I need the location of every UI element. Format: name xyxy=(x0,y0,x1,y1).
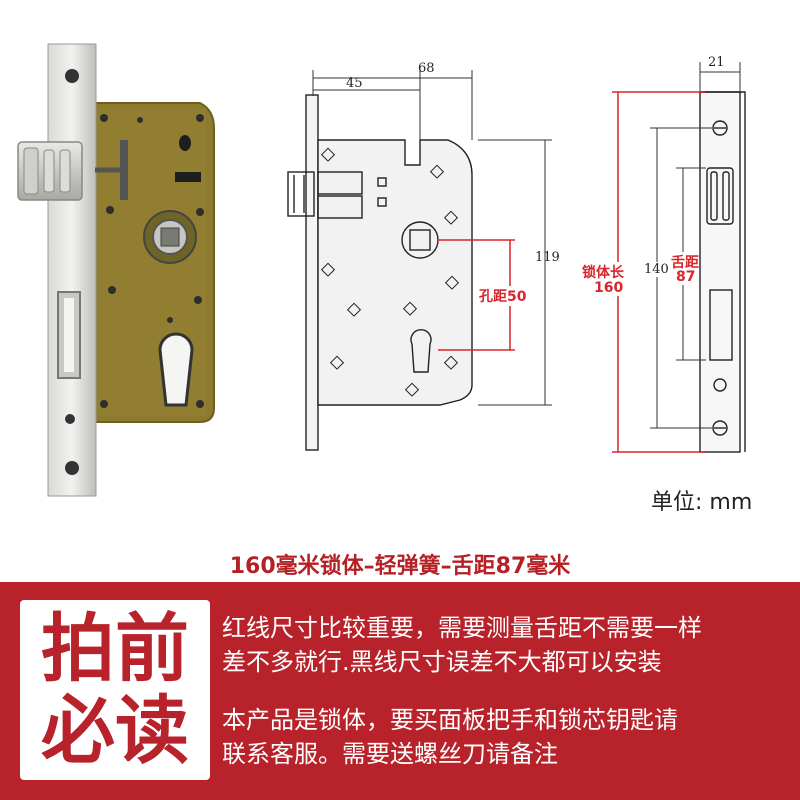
notice-text-2b: 联系客服。需要送螺丝刀请备注 xyxy=(222,740,558,768)
notice-text-1b: 差不多就行.黑线尺寸误差不大都可以安装 xyxy=(222,648,662,676)
dim-140: 140 xyxy=(644,262,669,277)
must-read-box: 拍前 必读 xyxy=(20,600,210,780)
must-read-line-2: 必读 xyxy=(41,688,189,774)
side-view-drawing xyxy=(287,94,473,451)
dimension-drawing xyxy=(287,62,746,453)
dim-119: 119 xyxy=(535,250,560,265)
unit-label: 单位: mm xyxy=(651,490,753,515)
hole-distance-label: 孔距50 xyxy=(479,286,527,306)
body-length-value: 160 xyxy=(594,280,624,296)
dim-21: 21 xyxy=(708,55,725,70)
notice-text-2a: 本产品是锁体，要买面板把手和锁芯钥匙请 xyxy=(222,706,678,734)
body-length-label: 锁体长 xyxy=(582,262,624,282)
must-read-line-1: 拍前 xyxy=(41,606,189,692)
dim-45: 45 xyxy=(346,76,363,91)
front-plate-drawing xyxy=(699,91,746,453)
tongue-distance-label: 舌距 xyxy=(671,252,699,272)
tongue-distance-value: 87 xyxy=(676,269,696,285)
notice-text-1a: 红线尺寸比较重要，需要测量舌距不需要一样 xyxy=(222,614,702,642)
lock-product-photo xyxy=(17,43,215,497)
product-title: 160毫米锁体–轻弹簧–舌距87毫米 xyxy=(229,554,571,579)
dim-68: 68 xyxy=(418,61,435,76)
